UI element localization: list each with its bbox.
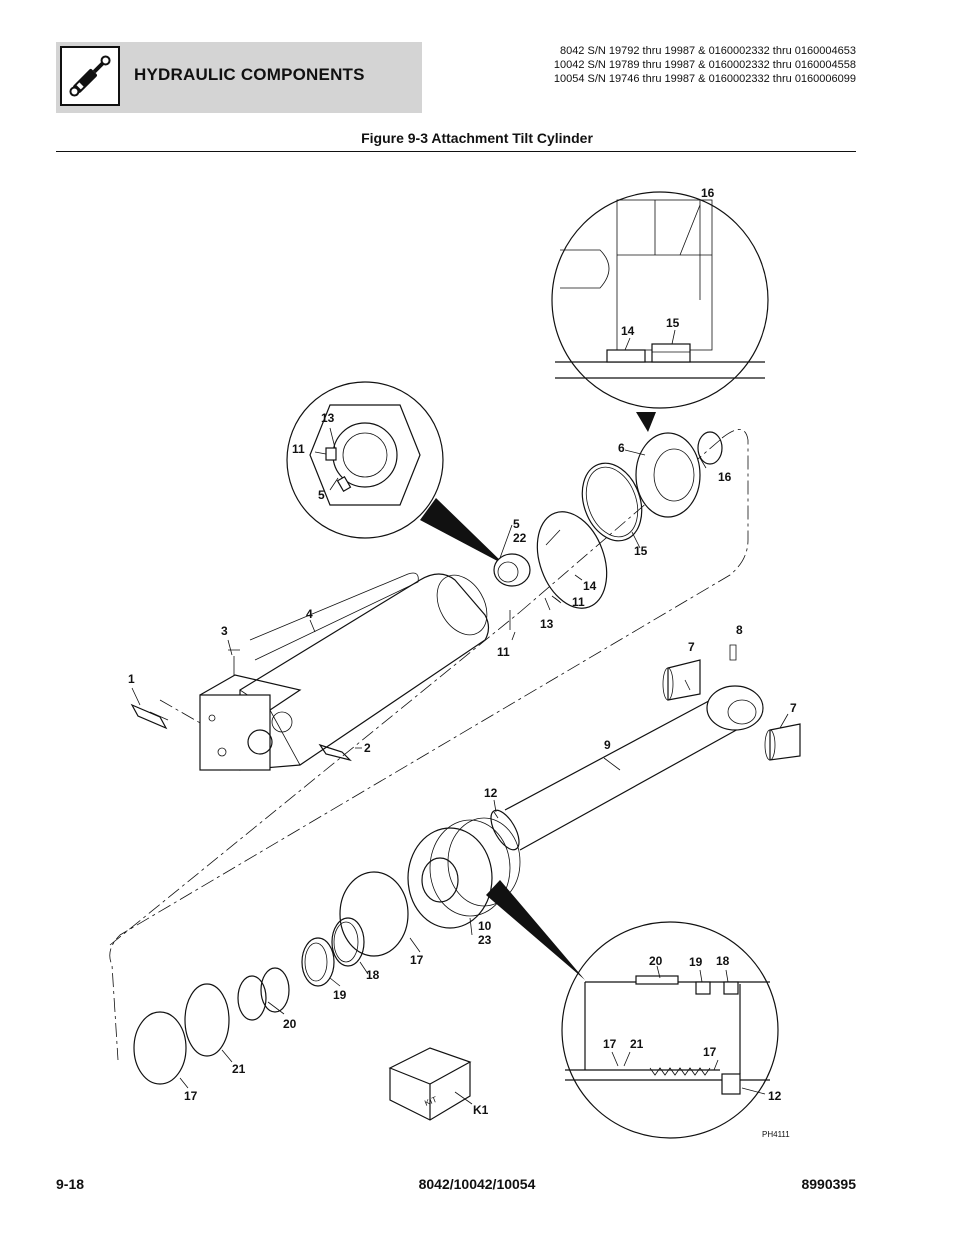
callout-15-main: 15: [634, 544, 648, 558]
callout-4: 4: [306, 607, 313, 621]
serial-range-10054: 10054 S/N 19746 thru 19987 & 0160002332 …: [553, 73, 856, 85]
callout-21-detail: 21: [630, 1037, 644, 1051]
callout-16-main: 16: [718, 470, 732, 484]
model-numbers: 8042/10042/10054: [418, 1176, 536, 1192]
callout-2: 2: [364, 741, 371, 755]
section-header: HYDRAULIC COMPONENTS: [56, 42, 422, 113]
kit-box-label: KIT: [423, 1095, 438, 1108]
callout-18-detail: 18: [716, 954, 730, 968]
callout-14-main: 14: [583, 579, 597, 593]
figure-title: Figure 9-3 Attachment Tilt Cylinder: [361, 130, 593, 146]
callout-3: 3: [221, 624, 228, 638]
callout-5-detail: 5: [318, 488, 325, 502]
detail-circle-piston-seals: [486, 880, 779, 1139]
callout-17-lower: 17: [184, 1089, 198, 1103]
detail-circle-head-nut: [286, 381, 505, 565]
callout-11-detail: 11: [292, 442, 305, 456]
rod-head-parts: [493, 431, 723, 630]
section-title: HYDRAULIC COMPONENTS: [134, 65, 365, 84]
callout-12-detail: 12: [768, 1089, 782, 1103]
callout-22: 22: [513, 531, 527, 545]
seal-kit-parts: [133, 871, 409, 1085]
callout-20-detail: 20: [649, 954, 663, 968]
callout-12-main: 12: [484, 786, 498, 800]
serial-range-10042: 10042 S/N 19789 thru 19987 & 0160002332 …: [553, 59, 856, 71]
callout-10: 10: [478, 919, 492, 933]
header-rule: [56, 151, 856, 152]
manual-part-number: 8990395: [801, 1176, 856, 1192]
callout-21-main: 21: [232, 1062, 246, 1076]
callout-17-detail-left: 17: [603, 1037, 617, 1051]
callout-1: 1: [128, 672, 135, 686]
callout-19-main: 19: [333, 988, 347, 1002]
piston-rod: [490, 644, 801, 851]
callout-7-upper: 7: [688, 640, 695, 654]
callout-20-main: 20: [283, 1017, 297, 1031]
callout-17-detail-right: 17: [703, 1045, 717, 1059]
callout-13-detail: 13: [321, 411, 335, 425]
callout-9: 9: [604, 738, 611, 752]
piston-assembly: [407, 817, 521, 929]
cylinder-barrel: [130, 572, 490, 771]
callout-19-detail: 19: [689, 955, 703, 969]
callout-8: 8: [736, 623, 743, 637]
callout-23: 23: [478, 933, 492, 947]
detail-circle-wear-ring: [551, 191, 769, 432]
callout-11-right: 11: [572, 595, 585, 609]
callout-17-upper: 17: [410, 953, 424, 967]
callout-14-detail: 14: [621, 324, 635, 338]
callout-7-right: 7: [790, 701, 797, 715]
callout-5-main: 5: [513, 517, 520, 531]
hydraulic-cylinder-icon: [60, 46, 120, 106]
callout-16-detail: 16: [701, 186, 715, 200]
callout-6: 6: [618, 441, 625, 455]
callout-15-detail: 15: [666, 316, 680, 330]
seal-kit-box: [388, 1047, 472, 1121]
callout-11-lower: 11: [497, 645, 510, 659]
serial-range-8042: 8042 S/N 19792 thru 19987 & 0160002332 t…: [559, 45, 856, 57]
drawing-id: PH4111: [762, 1130, 790, 1139]
callout-13-main: 13: [540, 617, 554, 631]
callout-k1: K1: [473, 1103, 489, 1117]
page-number: 9-18: [56, 1176, 85, 1192]
callout-18-main: 18: [366, 968, 380, 982]
